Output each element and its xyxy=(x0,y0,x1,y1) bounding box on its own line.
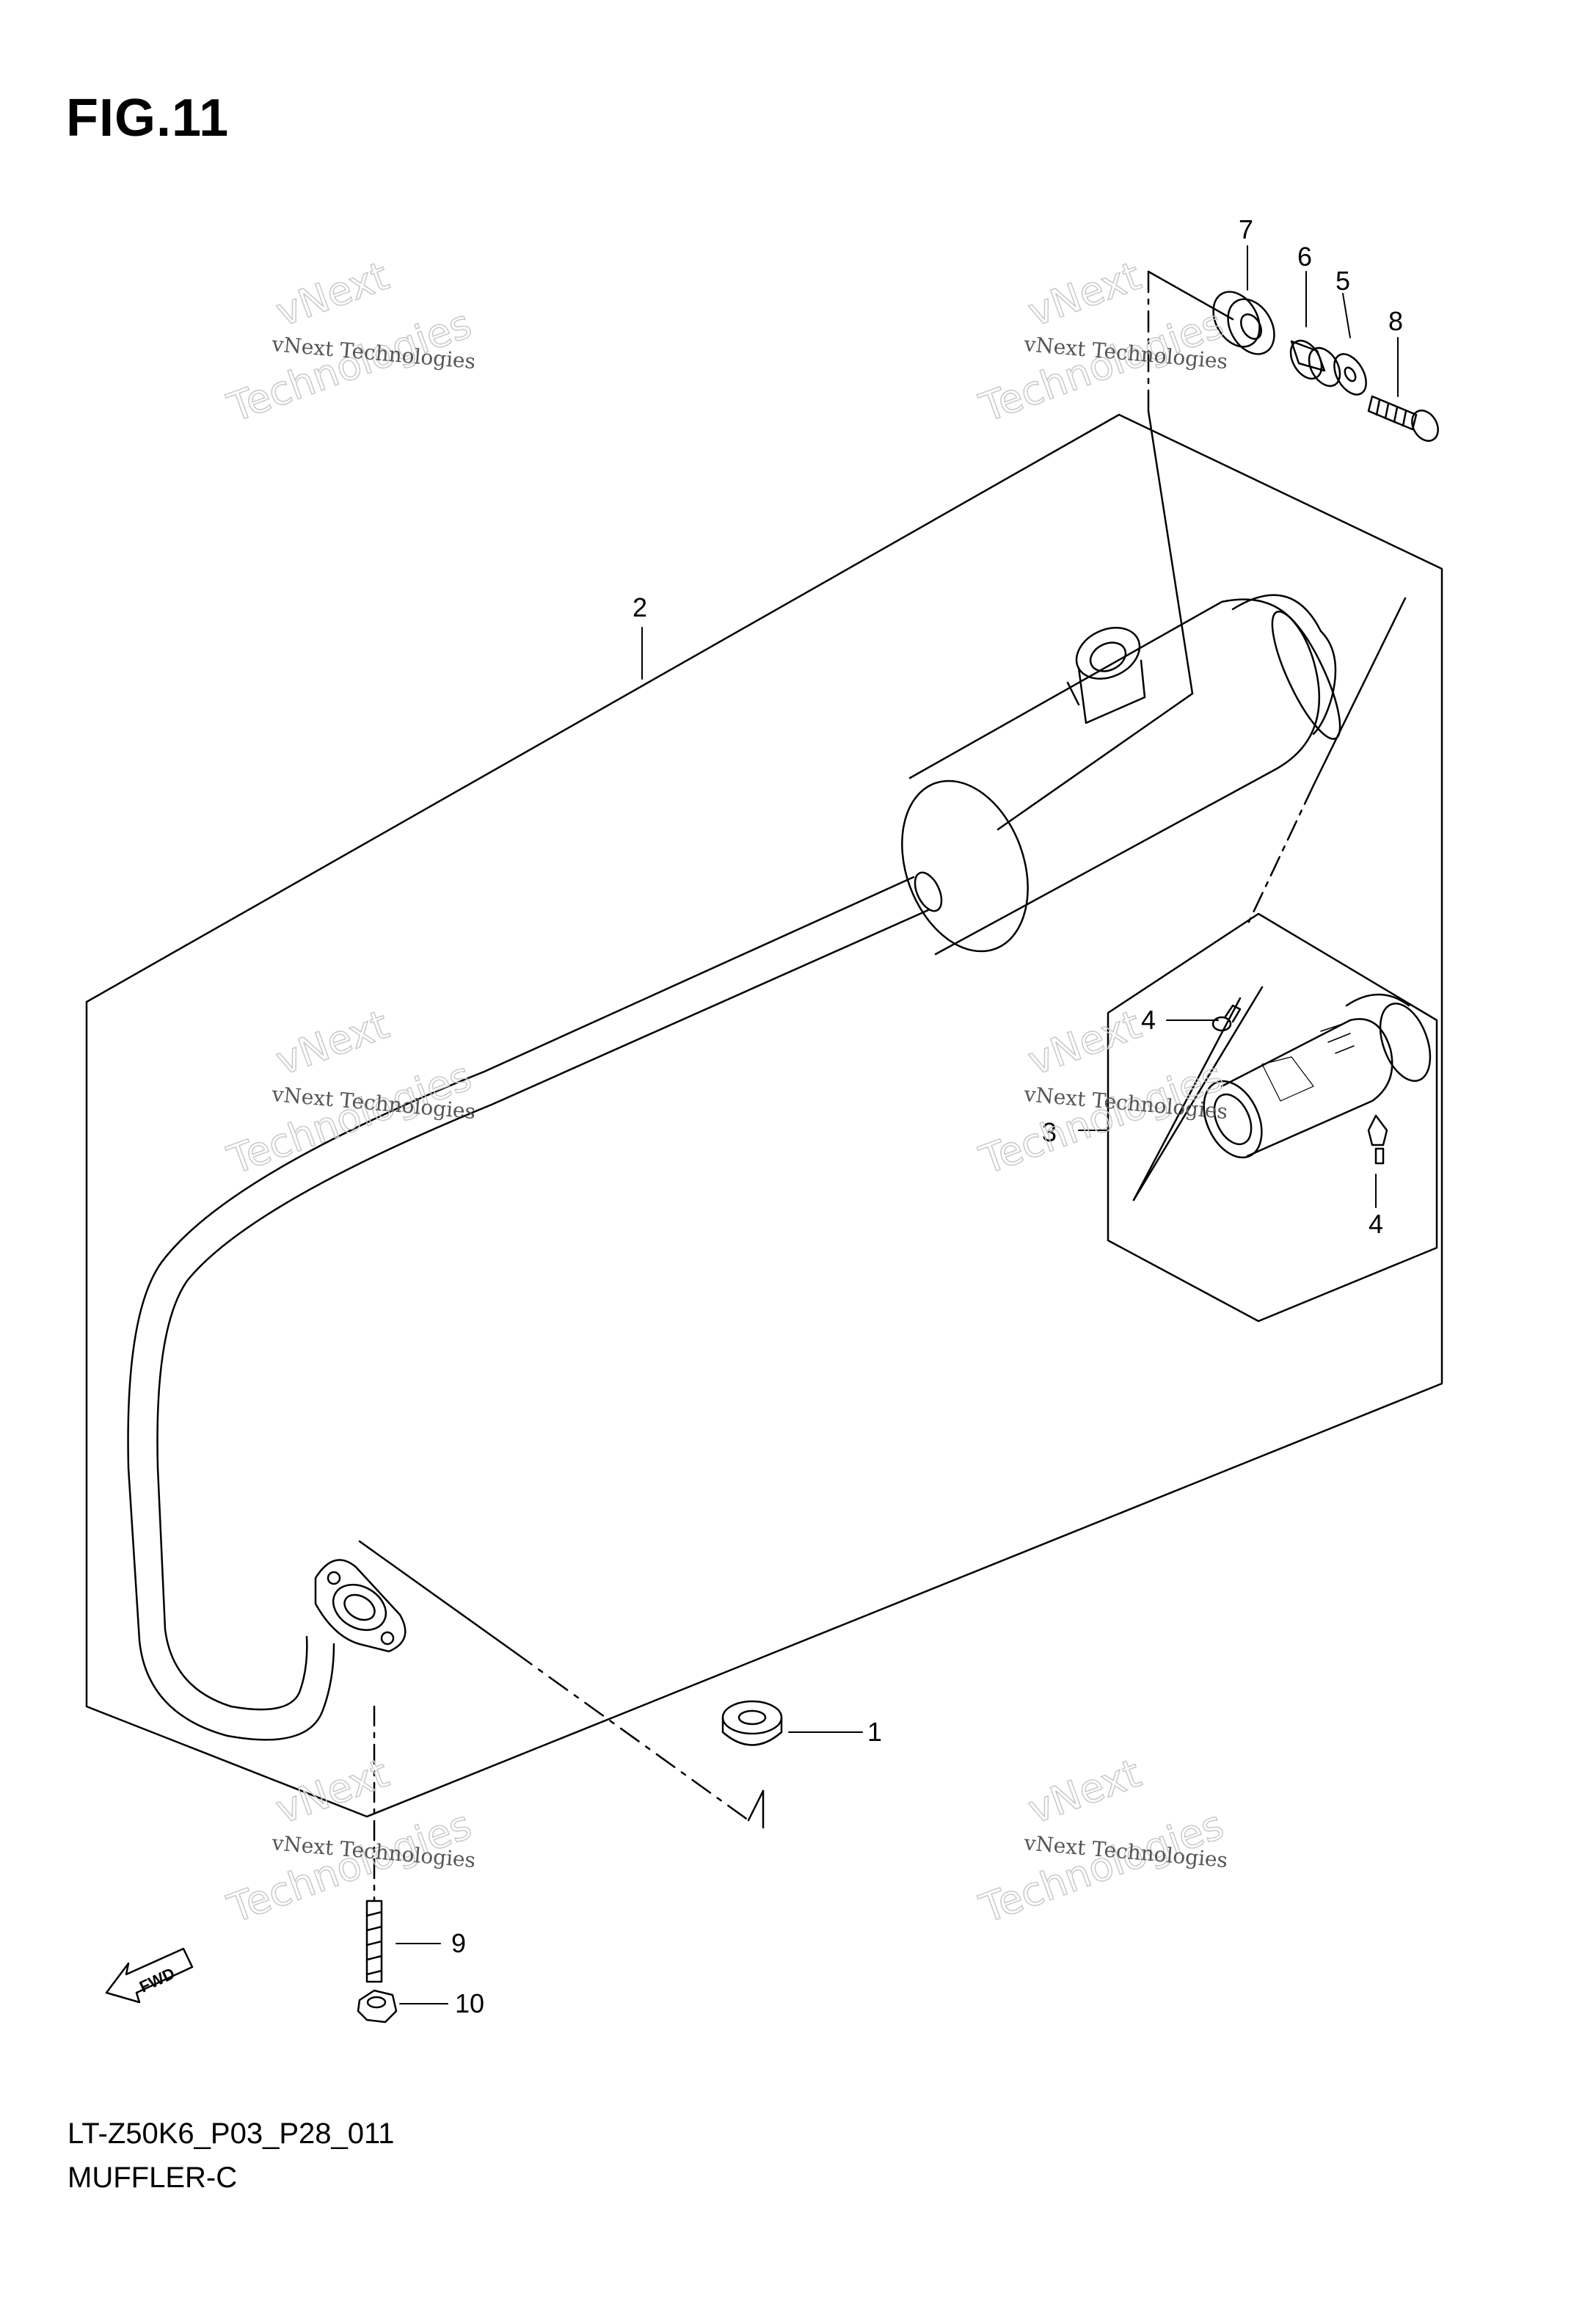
svg-text:vNext: vNext xyxy=(270,1750,395,1833)
muffler-body xyxy=(901,594,1341,956)
fwd-arrow-icon xyxy=(105,1947,194,2004)
inset-leader xyxy=(1132,597,1407,1202)
diagram-name: MUFFLER-C xyxy=(68,2162,238,2194)
callout-1: 1 xyxy=(867,1717,882,1747)
diagram-code: LT-Z50K6_P03_P28_011 xyxy=(68,2117,395,2150)
screw-part-upper xyxy=(1211,1004,1242,1032)
mount-leader xyxy=(996,270,1234,831)
assembly-frame xyxy=(85,413,1443,1818)
svg-text:vNext: vNext xyxy=(1022,1750,1147,1833)
watermark-bottom-left: vNext Technologies vNext Technologies xyxy=(221,1749,478,1933)
callout-6: 6 xyxy=(1297,241,1312,272)
muffler-bracket xyxy=(1066,627,1146,724)
spark-arrester-inset xyxy=(1107,912,1438,1323)
collar-part xyxy=(1289,339,1341,388)
callout-4-lower: 4 xyxy=(1369,1209,1383,1239)
washer-part xyxy=(1333,353,1367,396)
watermark-top-left: vNext Technologies vNext Technologies xyxy=(221,252,478,432)
screw-part-lower xyxy=(1367,1114,1388,1165)
gasket-leader xyxy=(358,1540,765,1829)
callout-2: 2 xyxy=(633,592,647,622)
gasket-part xyxy=(721,1700,783,1746)
callout-leaders xyxy=(396,245,1399,2004)
callout-4-upper: 4 xyxy=(1141,1005,1156,1035)
watermark-mid-right: vNext Technologies vNext Technologies xyxy=(973,1000,1230,1184)
exhaust-flange xyxy=(314,1559,407,1653)
callout-10: 10 xyxy=(455,1988,484,2018)
callout-5: 5 xyxy=(1336,266,1350,296)
figure-title: FIG.11 xyxy=(66,89,230,148)
callout-8: 8 xyxy=(1388,306,1403,336)
callout-9: 9 xyxy=(451,1928,466,1958)
watermark-top-right: vNext Technologies vNext Technologies xyxy=(973,252,1230,432)
callout-7: 7 xyxy=(1239,214,1253,244)
svg-text:vNext: vNext xyxy=(270,1001,395,1084)
bolt-part xyxy=(1367,395,1439,442)
svg-text:vNext: vNext xyxy=(270,252,395,335)
nut-part xyxy=(357,1989,398,2024)
svg-text:vNext: vNext xyxy=(1022,252,1147,335)
spark-arrester-part xyxy=(1203,993,1432,1159)
exhaust-pipe xyxy=(127,871,943,1741)
watermark-mid-left: vNext Technologies vNext Technologies xyxy=(221,1000,478,1184)
fwd-label: FWD xyxy=(136,1964,178,1996)
watermark-bottom-right: vNext Technologies vNext Technologies xyxy=(973,1749,1230,1933)
svg-text:vNext: vNext xyxy=(1022,1001,1147,1084)
grommet-part xyxy=(1212,291,1275,355)
stud-bolt-part xyxy=(365,1900,383,1983)
callout-3: 3 xyxy=(1042,1117,1057,1147)
